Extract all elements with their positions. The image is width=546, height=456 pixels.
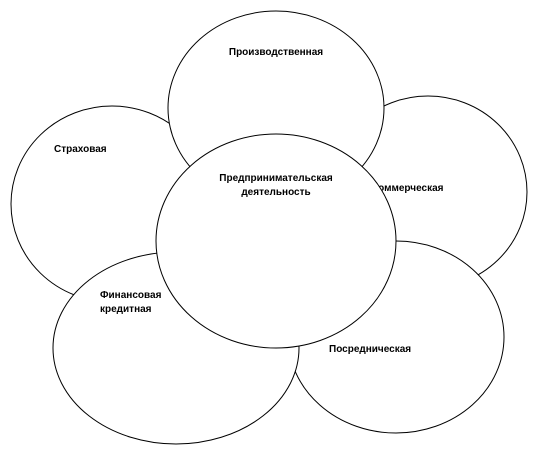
petal-insurance-label: Страховая — [54, 144, 107, 155]
center-label-line2: деятельность — [241, 187, 310, 198]
center-label-line1: Предпринимательская — [219, 173, 333, 184]
petal-production-label: Производственная — [229, 47, 323, 58]
petal-financial-label-line2: кредитная — [100, 304, 152, 315]
petal-commercial-label: Коммерческая — [372, 183, 444, 194]
center-node: Предпринимательская деятельность — [155, 133, 397, 349]
petal-financial-label-line1: Финансовая — [100, 290, 162, 301]
petal-intermediary-label: Посредническая — [329, 344, 411, 355]
